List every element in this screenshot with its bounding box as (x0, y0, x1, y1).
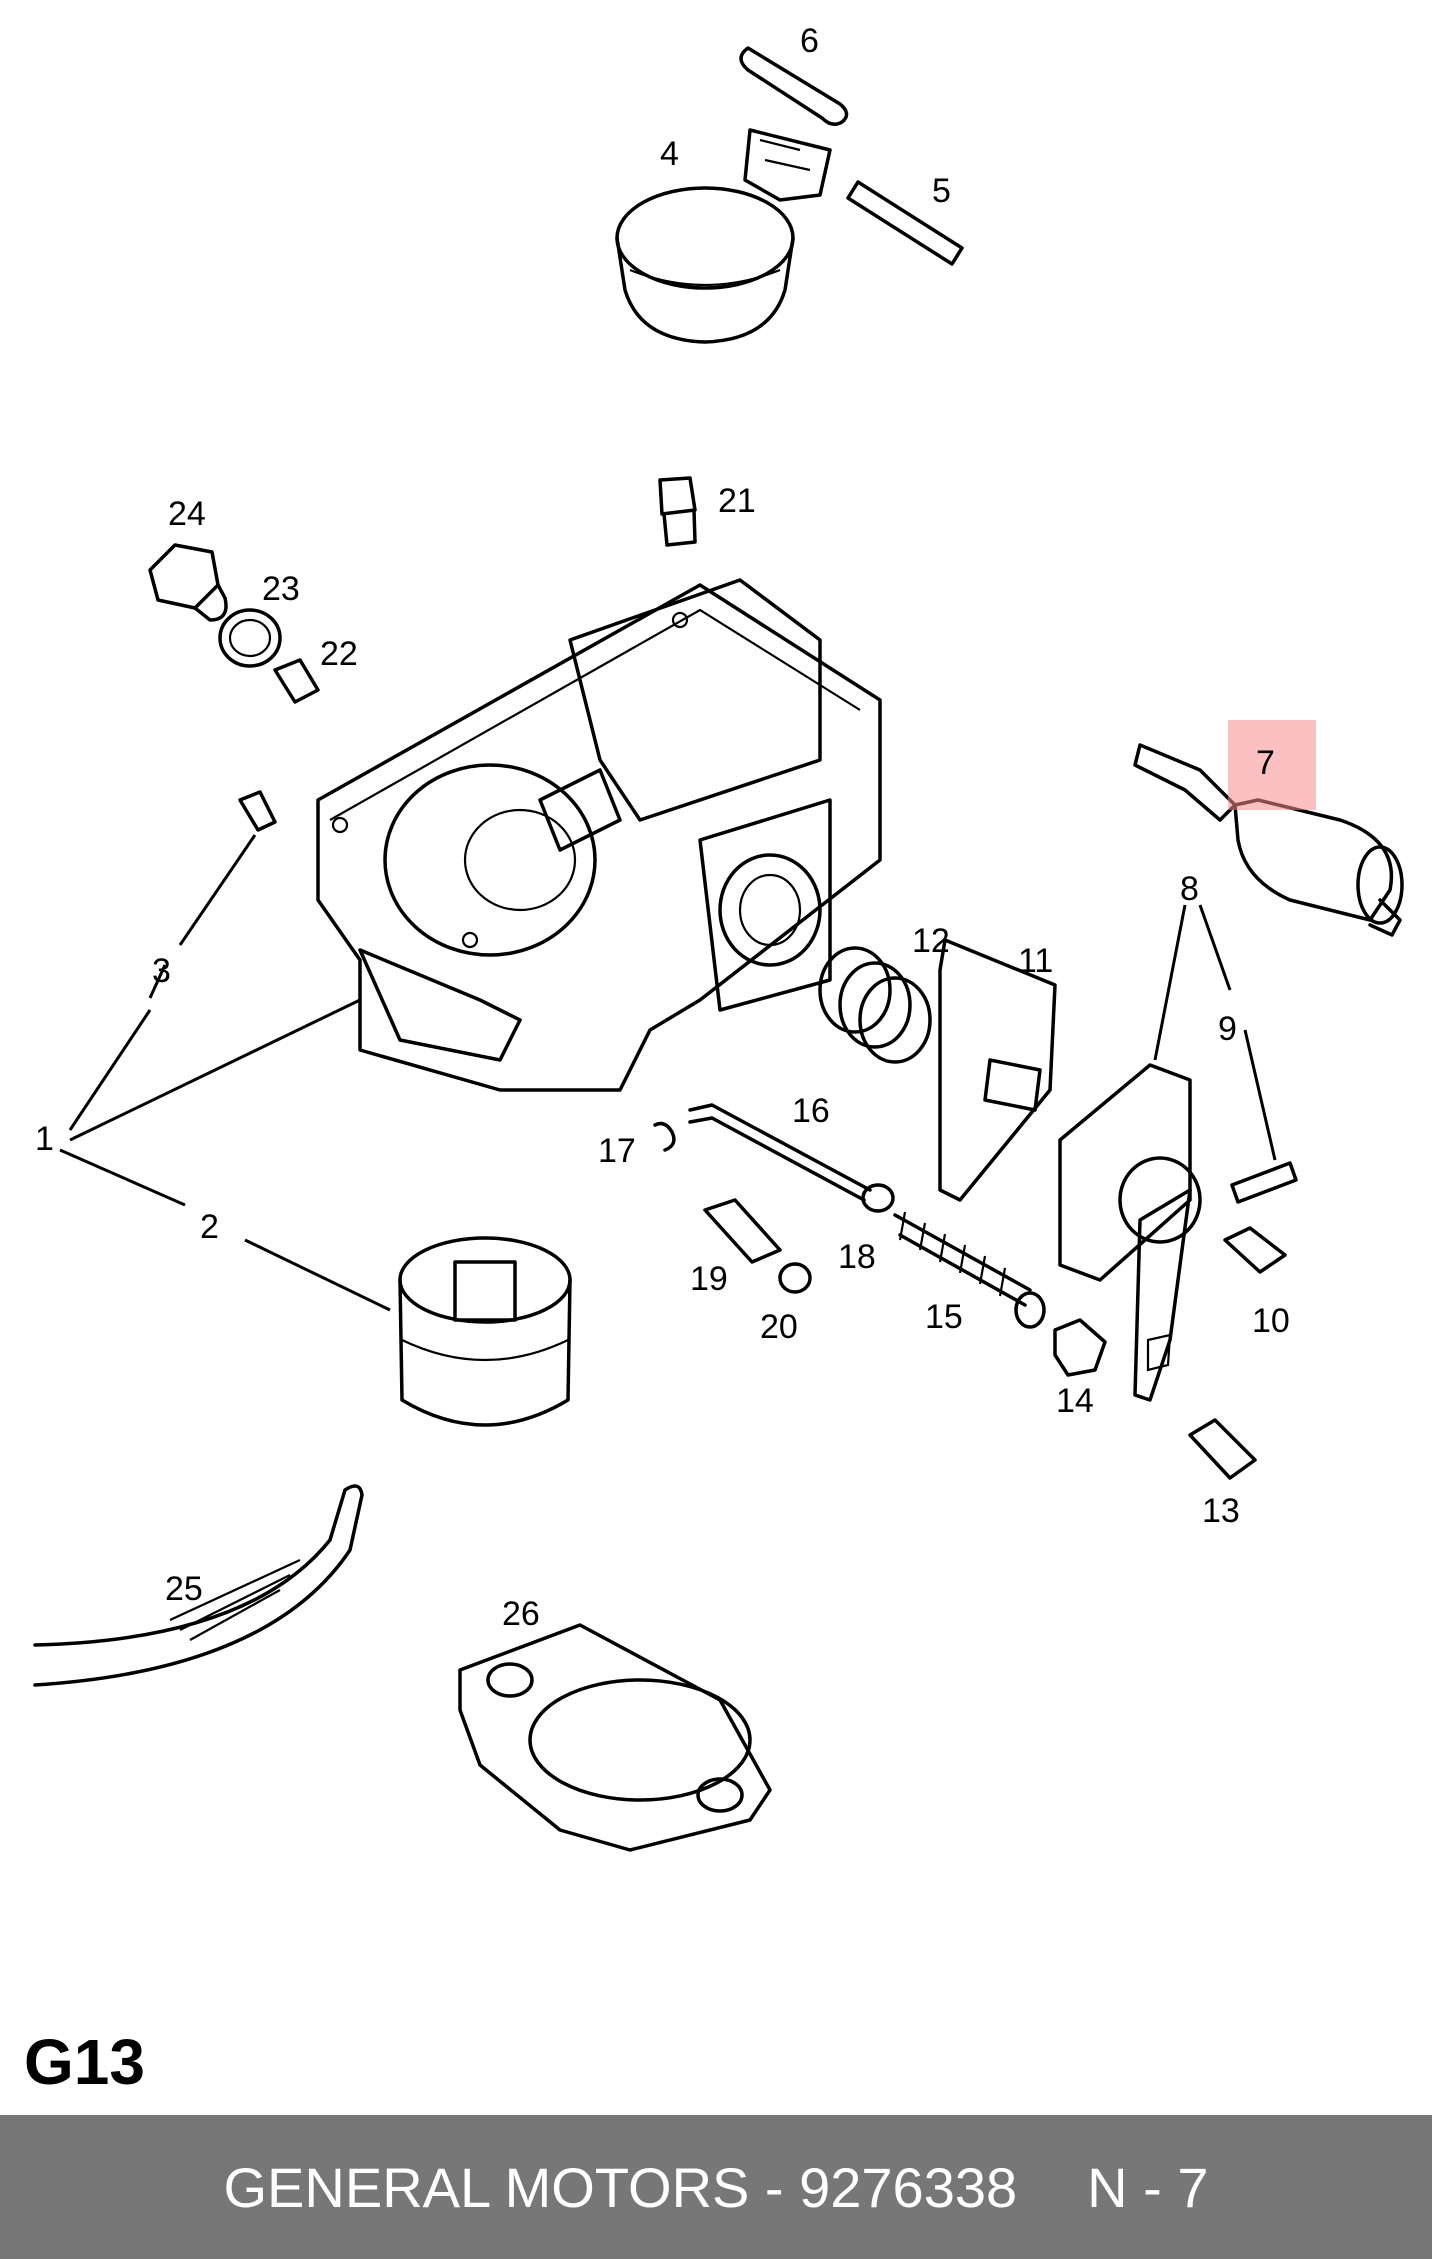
callout-3: 3 (152, 952, 171, 990)
part-1-carburettor-body (316, 578, 882, 1092)
callout-16: 16 (792, 1092, 830, 1130)
part-3-screw (238, 790, 277, 832)
exploded-parts-diagram: 6 4 5 24 21 23 22 7 8 12 11 3 9 1 16 17 … (33, 22, 1404, 1852)
callout-23: 23 (262, 570, 300, 608)
callout-24: 24 (168, 495, 206, 533)
part-7-solenoid-valve (1133, 743, 1404, 937)
part-5-pin (846, 180, 964, 266)
callout-22: 22 (320, 635, 358, 673)
brand-part-number: GENERAL MOTORS - 9276338 (223, 2155, 1018, 2219)
callout-1: 1 (35, 1120, 54, 1158)
part-13-screw (1188, 1418, 1257, 1480)
callout-15: 15 (925, 1298, 963, 1336)
part-10-screw (1223, 1226, 1287, 1274)
sheet-code: G13 (24, 2026, 145, 2098)
part-17-clip (653, 1121, 676, 1152)
callout-17: 17 (598, 1132, 636, 1170)
part-8-cover (1058, 1063, 1202, 1402)
callout-9: 9 (1218, 1010, 1237, 1048)
callout-18: 18 (838, 1238, 876, 1276)
part-11-diaphragm (938, 938, 1057, 1202)
part-2-spacer (398, 1236, 572, 1427)
part-24-plug (148, 543, 228, 622)
position-reference: N - 7 (1087, 2155, 1209, 2219)
callout-2: 2 (200, 1208, 219, 1246)
callout-13: 13 (1202, 1492, 1240, 1530)
highlight-box-7 (1228, 720, 1316, 810)
callout-5: 5 (932, 172, 951, 210)
callout-6: 6 (800, 22, 819, 60)
part-16-rod (688, 1103, 872, 1202)
part-15-spring (893, 1211, 1046, 1329)
part-14-cap (1053, 1318, 1107, 1377)
part-26-gasket (458, 1623, 772, 1852)
callout-7: 7 (1256, 744, 1275, 782)
callout-10: 10 (1252, 1302, 1290, 1340)
callout-labels: 6 4 5 24 21 23 22 7 8 12 11 3 9 1 16 17 … (35, 22, 1290, 1633)
part-20-nut (778, 1262, 812, 1294)
callout-21: 21 (718, 482, 756, 520)
part-6-clip (739, 46, 849, 126)
callout-14: 14 (1056, 1382, 1094, 1420)
part-18-washer (861, 1183, 895, 1213)
part-25-hose (33, 1484, 364, 1687)
callout-8: 8 (1180, 870, 1199, 908)
callout-19: 19 (690, 1260, 728, 1298)
callout-26: 26 (502, 1595, 540, 1633)
callout-25: 25 (165, 1570, 203, 1608)
callout-4: 4 (660, 135, 679, 173)
part-22-jet (273, 658, 320, 704)
part-4-float (615, 128, 832, 344)
footer-bar: GENERAL MOTORS - 9276338 N - 7 (0, 2115, 1432, 2259)
callout-12: 12 (912, 922, 950, 960)
part-23-washer (218, 608, 282, 668)
callout-20: 20 (760, 1308, 798, 1346)
callout-11: 11 (1018, 942, 1053, 980)
part-19-screw (703, 1198, 782, 1264)
part-21-jet (658, 476, 697, 547)
part-12-spring (818, 946, 932, 1064)
leader-lines (59, 834, 1277, 1312)
part-9-pin (1230, 1161, 1298, 1204)
